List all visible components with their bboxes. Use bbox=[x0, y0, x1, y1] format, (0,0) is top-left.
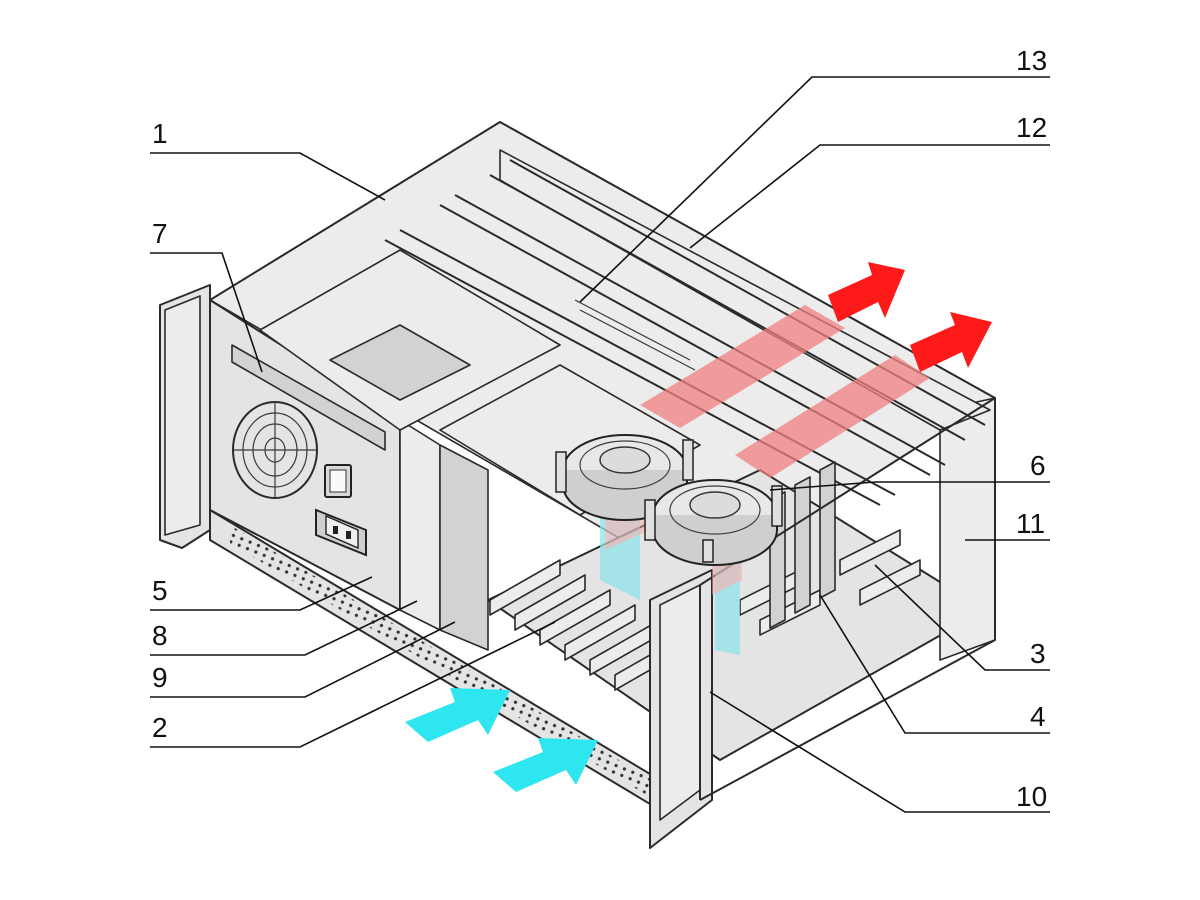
callout-8: 8 bbox=[152, 620, 168, 651]
callout-2: 2 bbox=[152, 712, 168, 743]
cool-air-arrow-icon bbox=[493, 738, 598, 792]
callout-12: 12 bbox=[1016, 112, 1047, 143]
fan-2 bbox=[644, 479, 783, 566]
power-socket[interactable] bbox=[315, 508, 367, 557]
callout-10: 10 bbox=[1016, 781, 1047, 812]
leader-lines bbox=[150, 76, 1050, 813]
callout-7: 7 bbox=[152, 218, 168, 249]
hot-air-band-2 bbox=[735, 355, 930, 478]
drive-bay-9 bbox=[439, 444, 489, 651]
drive-bay-8 bbox=[399, 419, 441, 631]
hot-air-arrow-icon bbox=[910, 312, 992, 372]
hot-air-arrow-icon bbox=[828, 262, 905, 322]
callout-6: 6 bbox=[1030, 450, 1046, 481]
fan-1 bbox=[555, 434, 694, 521]
callout-9: 9 bbox=[152, 662, 168, 693]
cool-air-arrow-icon bbox=[405, 688, 510, 742]
callout-4: 4 bbox=[1030, 701, 1046, 732]
callout-labels: 1 7 5 8 9 2 13 12 6 11 3 4 10 bbox=[152, 45, 1047, 812]
exhaust-arrows bbox=[828, 262, 992, 372]
drive-slot bbox=[231, 344, 386, 451]
psu-fan-grille bbox=[232, 401, 318, 499]
callout-11: 11 bbox=[1016, 508, 1045, 539]
callout-5: 5 bbox=[152, 575, 168, 606]
intake-arrows bbox=[405, 688, 598, 792]
callout-13: 13 bbox=[1016, 45, 1047, 76]
power-supply-top bbox=[329, 324, 471, 401]
callout-1: 1 bbox=[152, 118, 168, 149]
right-side-wall bbox=[939, 397, 996, 661]
callout-3: 3 bbox=[1030, 638, 1046, 669]
hot-air-band-1 bbox=[640, 305, 845, 428]
